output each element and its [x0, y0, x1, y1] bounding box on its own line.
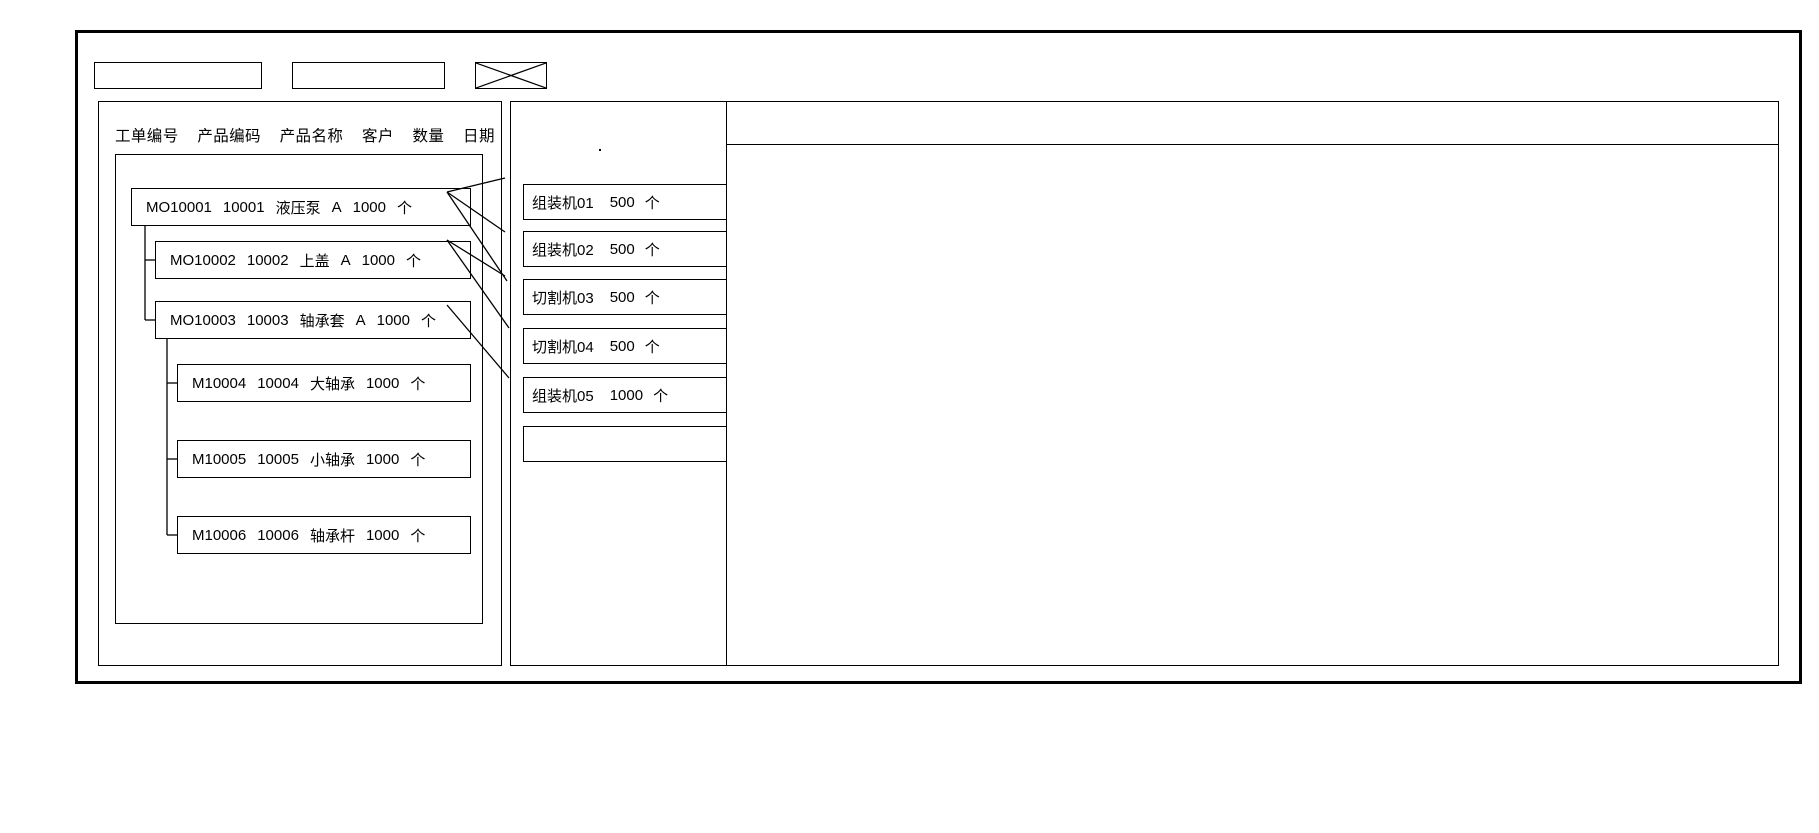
work-order-tree-container — [115, 154, 483, 624]
row-unit: 个 — [397, 199, 413, 217]
detail-panel — [726, 101, 1779, 666]
row-qty: 1000 — [365, 526, 400, 544]
machine-unit: 个 — [644, 194, 660, 212]
column-header-product-code: 产品编码 — [197, 128, 261, 145]
table-row[interactable]: MO10003 10003 轴承套 A 1000 个 — [155, 301, 471, 339]
row-product-code: 10002 — [246, 251, 289, 269]
machine-qty: 500 — [609, 337, 635, 355]
row-product-code: 10003 — [246, 311, 289, 329]
row-product-name: 轴承套 — [299, 312, 345, 330]
row-qty: 1000 — [365, 374, 400, 392]
list-item[interactable]: 组装机05 1000 个 — [523, 377, 735, 413]
machine-name: 组装机05 — [532, 387, 594, 405]
column-header-order-no: 工单编号 — [115, 128, 179, 145]
table-row[interactable]: MO10001 10001 液压泵 A 1000 个 — [131, 188, 471, 226]
tree-connector-lines — [144, 226, 177, 536]
work-order-column-headers: 工单编号 产品编码 产品名称 客户 数量 日期 — [115, 124, 495, 146]
machine-unit: 个 — [644, 289, 660, 307]
row-order-no: M10006 — [192, 526, 247, 544]
window-frame: 工单编号 产品编码 产品名称 客户 数量 日期 MO10001 10001 液压… — [75, 30, 1802, 684]
row-unit: 个 — [421, 312, 437, 330]
image-placeholder-icon[interactable] — [475, 62, 547, 89]
row-unit: 个 — [410, 527, 426, 545]
row-customer: A — [355, 311, 366, 329]
machine-qty: 500 — [609, 193, 635, 211]
row-product-code: 10001 — [222, 198, 265, 216]
row-order-no: MO10003 — [170, 311, 236, 329]
work-order-panel: 工单编号 产品编码 产品名称 客户 数量 日期 MO10001 10001 液压… — [98, 101, 502, 666]
row-product-name: 大轴承 — [309, 375, 355, 393]
row-qty: 1000 — [365, 450, 400, 468]
toolbar-field-one[interactable] — [94, 62, 262, 89]
row-product-code: 10004 — [257, 374, 299, 392]
row-product-name: 轴承杆 — [309, 527, 355, 545]
row-qty: 1000 — [361, 251, 395, 269]
machine-qty: 500 — [609, 288, 635, 306]
row-qty: 1000 — [376, 311, 410, 329]
row-product-name: 上盖 — [299, 252, 330, 270]
list-item[interactable]: 组装机01 500 个 — [523, 184, 735, 220]
machine-qty: 500 — [609, 240, 635, 258]
row-product-name: 液压泵 — [275, 199, 321, 217]
machine-name: 切割机04 — [532, 338, 594, 356]
list-item-empty[interactable] — [523, 426, 735, 462]
machine-name: 切割机03 — [532, 289, 594, 307]
machine-qty: 1000 — [609, 386, 644, 404]
column-header-date: 日期 — [463, 128, 495, 145]
machine-name: 组装机01 — [532, 194, 594, 212]
table-row[interactable]: MO10002 10002 上盖 A 1000 个 — [155, 241, 471, 279]
list-item[interactable]: 切割机03 500 个 — [523, 279, 735, 315]
cross-lines-icon — [476, 63, 546, 88]
row-product-code: 10005 — [257, 450, 299, 468]
row-unit: 个 — [406, 252, 422, 270]
row-order-no: M10004 — [192, 374, 247, 392]
row-order-no: MO10002 — [170, 251, 236, 269]
row-unit: 个 — [410, 375, 426, 393]
column-header-qty: 数量 — [412, 128, 445, 145]
machine-panel: 组装机01 500 个 组装机02 500 个 切割机03 500 个 切割机0… — [510, 101, 758, 666]
row-qty: 1000 — [352, 198, 386, 216]
list-item[interactable]: 组装机02 500 个 — [523, 231, 735, 267]
machine-unit: 个 — [644, 241, 660, 259]
row-customer: A — [340, 251, 351, 269]
row-customer: A — [331, 198, 342, 216]
detail-panel-header-divider — [726, 144, 1779, 145]
row-order-no: M10005 — [192, 450, 247, 468]
table-row[interactable]: M10005 10005 小轴承 1000 个 — [177, 440, 471, 478]
column-header-product-name: 产品名称 — [279, 128, 344, 145]
table-row[interactable]: M10006 10006 轴承杆 1000 个 — [177, 516, 471, 554]
machine-unit: 个 — [644, 338, 660, 356]
toolbar-field-two[interactable] — [292, 62, 445, 89]
row-order-no: MO10001 — [146, 198, 212, 216]
row-product-code: 10006 — [257, 526, 299, 544]
column-header-customer: 客户 — [361, 128, 394, 145]
row-unit: 个 — [410, 451, 426, 469]
panel-marker-dot — [599, 149, 601, 151]
machine-unit: 个 — [653, 387, 669, 405]
machine-name: 组装机02 — [532, 241, 594, 259]
table-row[interactable]: M10004 10004 大轴承 1000 个 — [177, 364, 471, 402]
row-product-name: 小轴承 — [309, 451, 355, 469]
list-item[interactable]: 切割机04 500 个 — [523, 328, 735, 364]
